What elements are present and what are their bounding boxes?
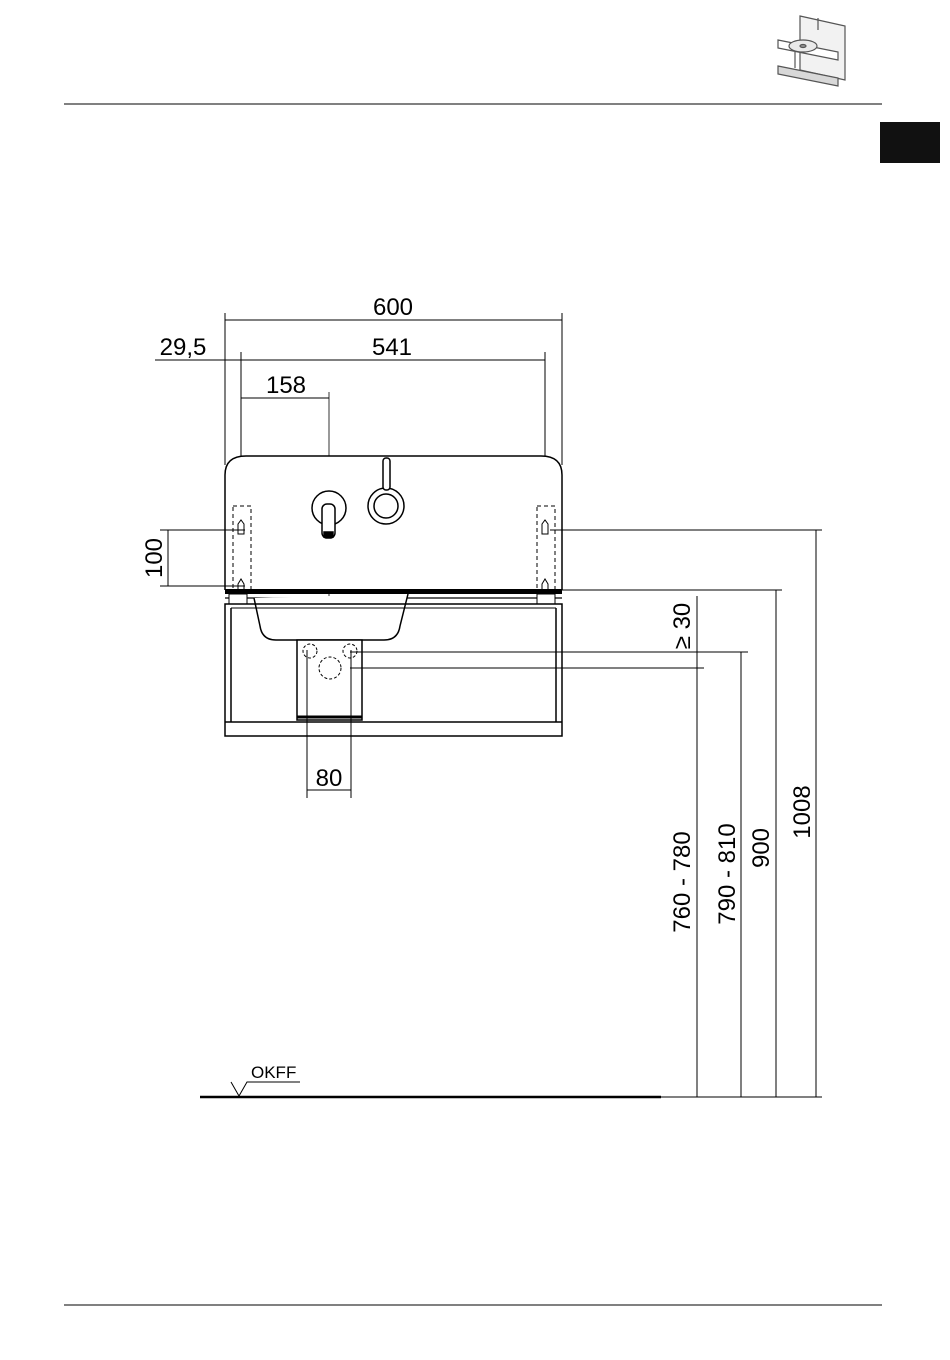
chapter-tab	[880, 122, 940, 163]
dim-760-780: 760 - 780	[669, 831, 696, 932]
basin-rim	[225, 589, 562, 594]
dim-541: 541	[372, 334, 412, 361]
dim-600: 600	[373, 294, 413, 321]
height-dimensions	[350, 530, 822, 1097]
floor-level-marker	[231, 1082, 300, 1096]
basin-bowl	[254, 594, 408, 640]
dim-80: 80	[316, 765, 343, 792]
dim-900: 900	[748, 828, 775, 868]
sink-with-shelf-icon	[778, 16, 845, 86]
floor-label: OKFF	[251, 1063, 296, 1082]
dim-100: 100	[141, 538, 168, 578]
dim-790-810: 790 - 810	[714, 823, 741, 924]
dim-clearance: ≥ 30	[669, 603, 696, 650]
dim-29-5: 29,5	[160, 334, 207, 361]
dim-1008: 1008	[789, 785, 816, 838]
dim-158: 158	[266, 372, 306, 399]
